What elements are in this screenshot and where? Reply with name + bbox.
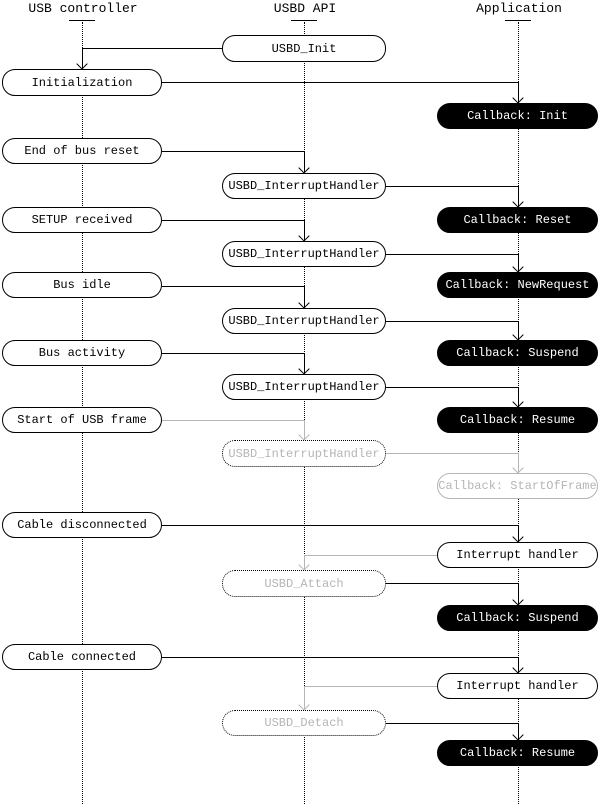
- arrow-down-icon: [298, 162, 310, 174]
- arrow-down-icon: [512, 396, 524, 408]
- connector-vline: [518, 321, 519, 340]
- callback-start-of-frame: Callback: StartOfFrame: [437, 473, 598, 499]
- connector-hline: [386, 723, 518, 724]
- connector-hline: [162, 657, 518, 658]
- lifeline-head-bar: [69, 20, 95, 21]
- arrow-down-icon: [298, 297, 310, 309]
- arrow-down-icon: [298, 230, 310, 242]
- connector-vline: [304, 686, 305, 710]
- connector-vline: [518, 82, 519, 103]
- connector-vline: [518, 525, 519, 542]
- arrow-down-icon: [298, 699, 310, 711]
- connector-vline: [82, 48, 83, 69]
- api-usbd-init: USBD_Init: [222, 35, 386, 62]
- connector-hline: [82, 48, 222, 49]
- arrow-down-icon: [76, 58, 88, 70]
- connector-vline: [304, 420, 305, 440]
- lifeline-usbd-api: [304, 22, 305, 804]
- callback-resume-1: Callback: Resume: [437, 407, 598, 433]
- api-usbd-interrupt-handler-3: USBD_InterruptHandler: [222, 308, 386, 334]
- event-bus-idle: Bus idle: [2, 272, 162, 298]
- column-label-usbd-api: USBD API: [273, 1, 337, 16]
- connector-hline: [304, 555, 437, 556]
- callback-new-request: Callback: NewRequest: [437, 272, 598, 298]
- api-usbd-interrupt-handler-2: USBD_InterruptHandler: [222, 241, 386, 267]
- connector-vline: [518, 583, 519, 605]
- event-bus-activity: Bus activity: [2, 340, 162, 366]
- callback-reset: Callback: Reset: [437, 207, 598, 233]
- callback-resume-2: Callback: Resume: [437, 740, 598, 766]
- event-start-of-usb-frame: Start of USB frame: [2, 407, 162, 433]
- connector-hline: [162, 151, 304, 152]
- connector-hline: [386, 583, 518, 584]
- event-initialization: Initialization: [2, 69, 162, 96]
- arrow-down-icon: [512, 92, 524, 104]
- callback-suspend-2: Callback: Suspend: [437, 605, 598, 631]
- api-usbd-attach: USBD_Attach: [222, 570, 386, 597]
- lifeline-head-bar: [291, 20, 317, 21]
- arrow-down-icon: [298, 559, 310, 571]
- arrow-down-icon: [512, 329, 524, 341]
- connector-vline: [304, 220, 305, 241]
- api-usbd-interrupt-handler-1: USBD_InterruptHandler: [222, 173, 386, 199]
- event-cable-disconnected: Cable disconnected: [2, 512, 162, 538]
- connector-vline: [518, 254, 519, 272]
- api-usbd-interrupt-handler-inactive: USBD_InterruptHandler: [222, 440, 386, 467]
- connector-hline: [386, 453, 518, 454]
- arrow-down-icon: [512, 594, 524, 606]
- connector-vline: [518, 723, 519, 740]
- connector-vline: [304, 286, 305, 308]
- callback-suspend-1: Callback: Suspend: [437, 340, 598, 366]
- connector-hline: [386, 321, 518, 322]
- arrow-down-icon: [512, 261, 524, 273]
- interrupt-handler-1: Interrupt handler: [437, 542, 598, 568]
- api-usbd-detach: USBD_Detach: [222, 710, 386, 736]
- connector-hline: [162, 220, 304, 221]
- column-label-usb-controller: USB controller: [28, 1, 138, 16]
- event-cable-connected: Cable connected: [2, 644, 162, 670]
- connector-hline: [386, 186, 518, 187]
- connector-hline: [162, 286, 304, 287]
- connector-hline: [162, 525, 518, 526]
- connector-vline: [518, 387, 519, 407]
- column-label-application: Application: [476, 1, 562, 16]
- arrow-down-icon: [512, 462, 524, 474]
- arrow-down-icon: [512, 662, 524, 674]
- event-setup-received: SETUP received: [2, 207, 162, 233]
- arrow-down-icon: [512, 531, 524, 543]
- connector-hline: [304, 686, 437, 687]
- connector-hline: [162, 420, 304, 421]
- callback-init: Callback: Init: [437, 103, 598, 129]
- connector-vline: [304, 353, 305, 374]
- api-usbd-interrupt-handler-4: USBD_InterruptHandler: [222, 374, 386, 400]
- connector-hline: [386, 254, 518, 255]
- connector-vline: [304, 151, 305, 173]
- connector-hline: [162, 82, 518, 83]
- arrow-down-icon: [512, 196, 524, 208]
- connector-vline: [518, 186, 519, 207]
- connector-vline: [518, 453, 519, 473]
- event-end-of-bus-reset: End of bus reset: [2, 138, 162, 164]
- connector-vline: [518, 657, 519, 673]
- lifeline-head-bar: [505, 20, 531, 21]
- interrupt-handler-2: Interrupt handler: [437, 673, 598, 699]
- connector-hline: [162, 353, 304, 354]
- arrow-down-icon: [298, 363, 310, 375]
- arrow-down-icon: [512, 729, 524, 741]
- arrow-down-icon: [298, 429, 310, 441]
- connector-vline: [304, 555, 305, 570]
- connector-hline: [386, 387, 518, 388]
